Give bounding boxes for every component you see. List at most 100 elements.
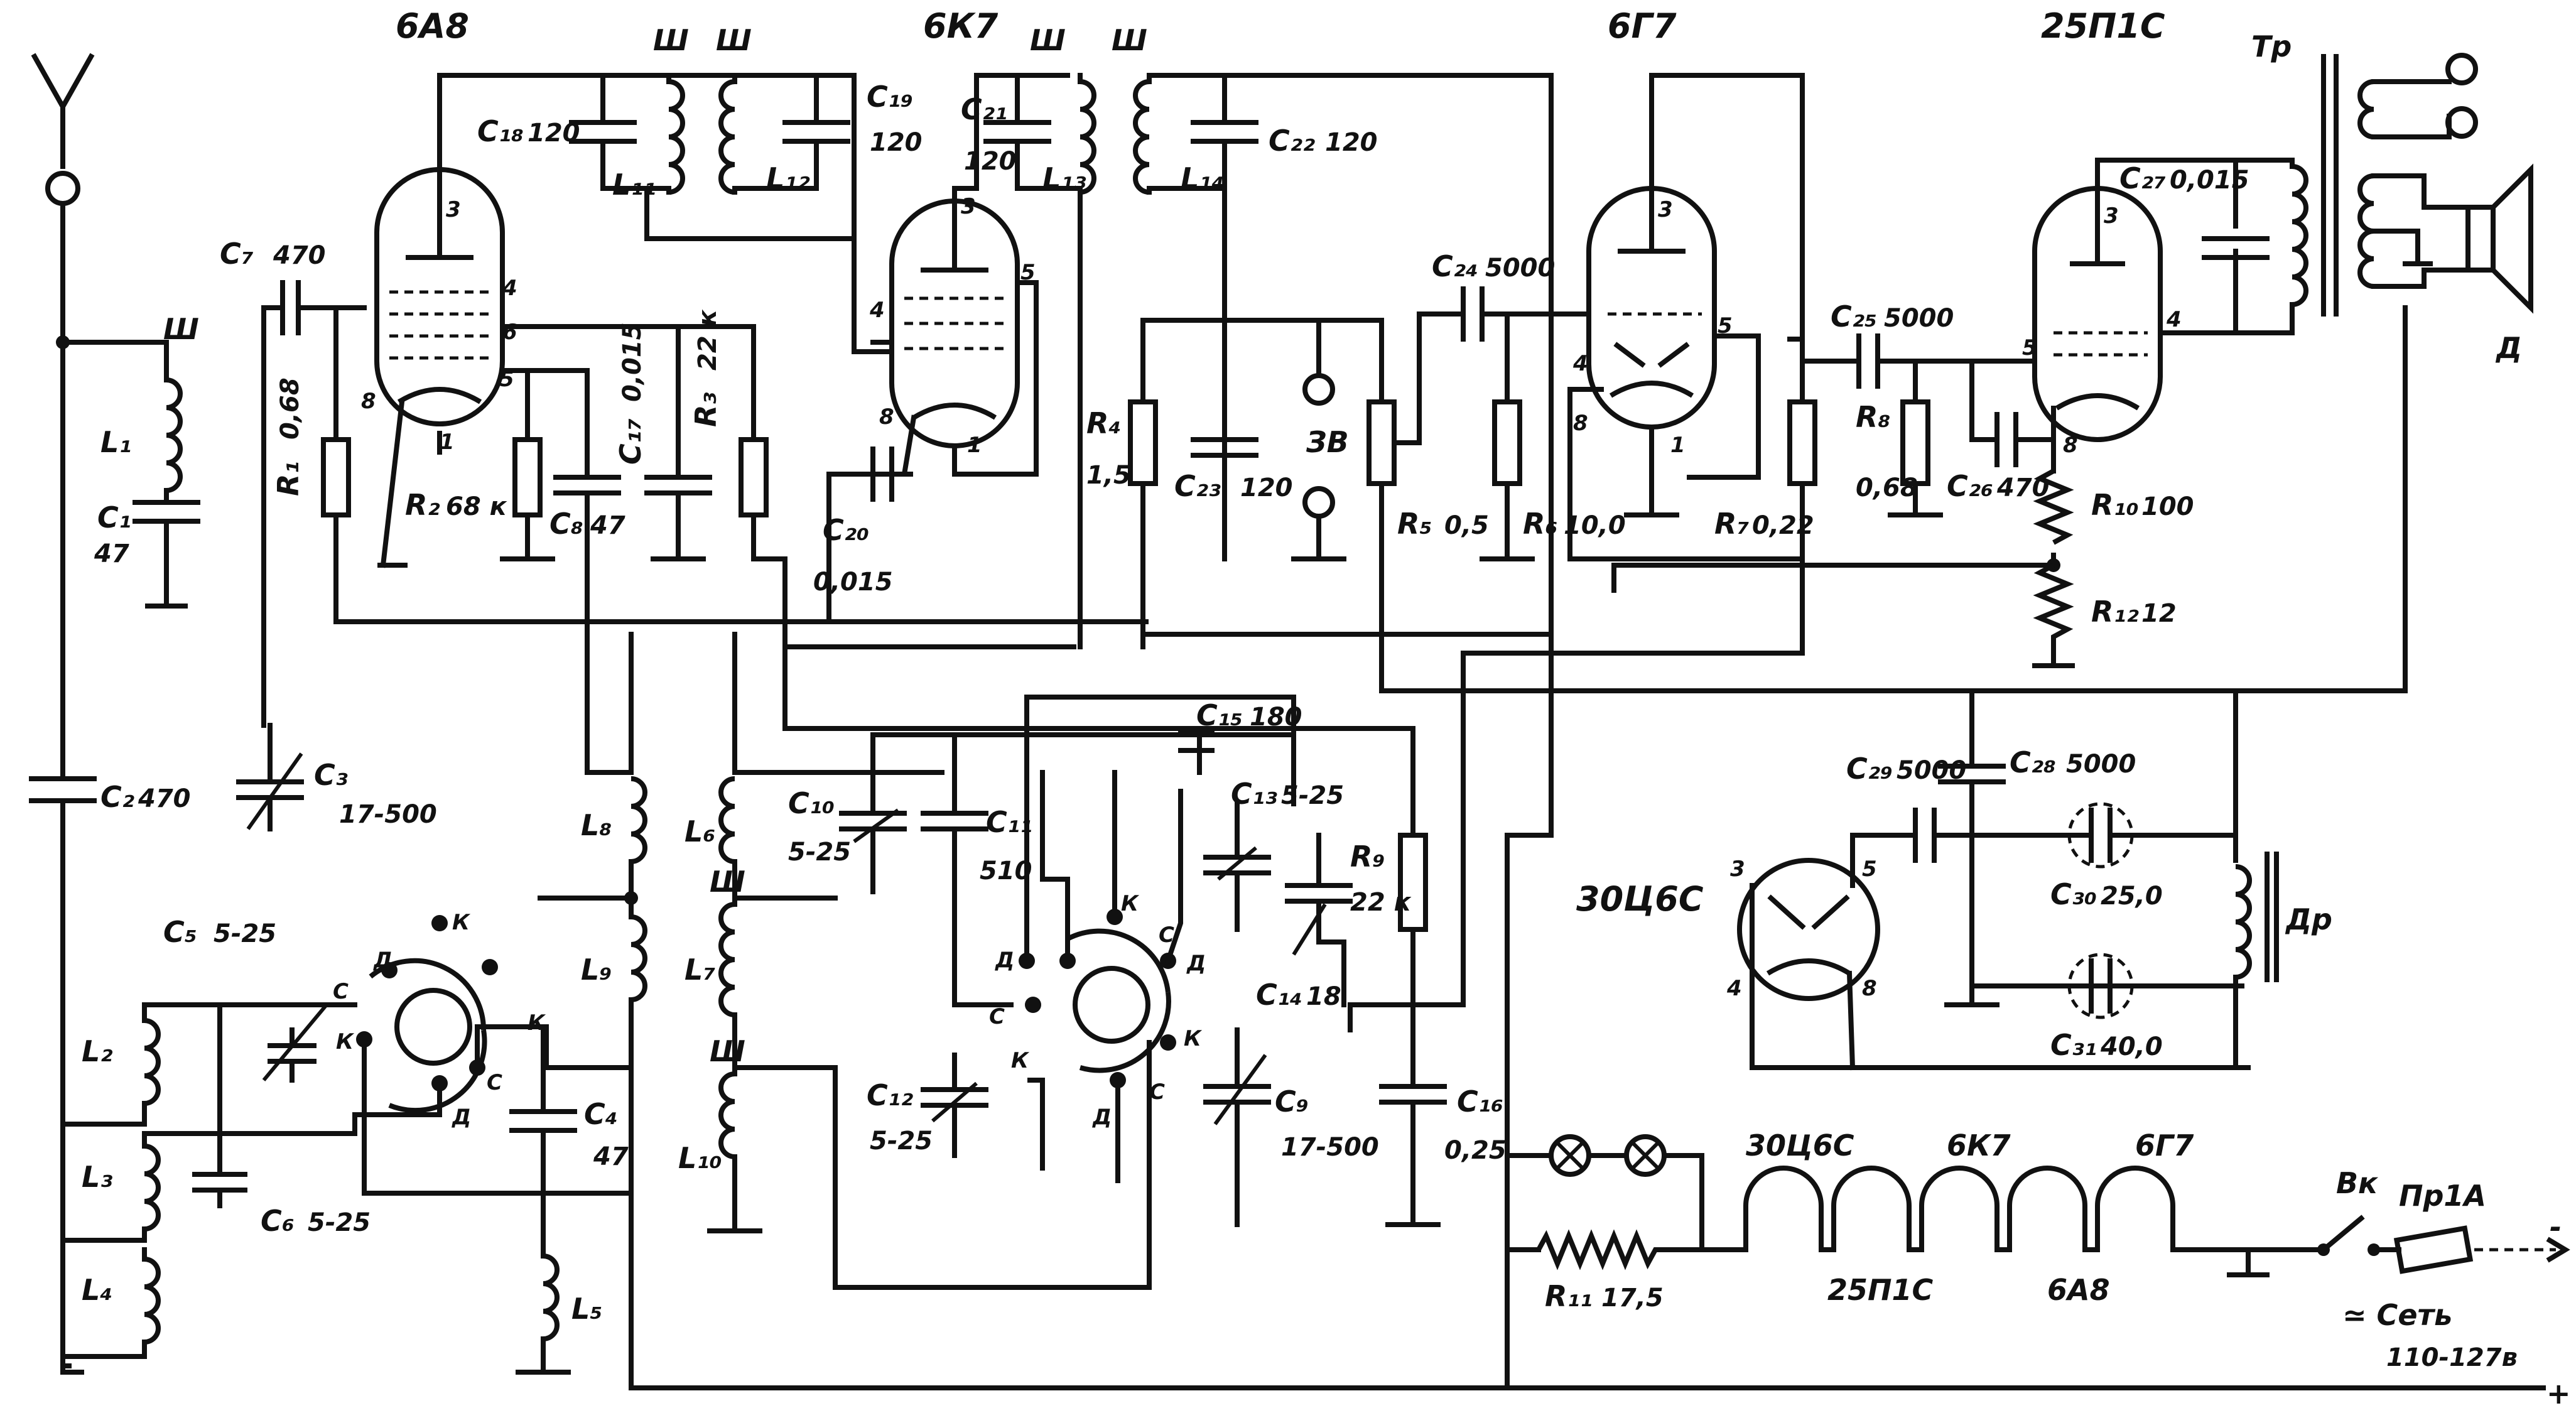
value-R7: 0,22 — [1752, 511, 1814, 540]
resistor-R2-C8: R₂ 68 к C₈ 47 — [405, 368, 625, 693]
value-C7: 470 — [273, 241, 326, 270]
value-C31: 40,0 — [2100, 1032, 2163, 1061]
coil-L5: L₅ — [516, 1253, 602, 1375]
value-C18: 120 — [528, 119, 580, 148]
variable-capacitor-C3: C₃ 17-500 — [236, 723, 437, 831]
core-mark-5: Ш — [710, 865, 745, 899]
value-C24: 5000 — [1485, 254, 1555, 283]
electrolytic-C31: C₃₁ 40,0 — [2050, 953, 2163, 1062]
label-C14: C₁₄ — [1256, 978, 1302, 1012]
resistor-R1: R₁ 0,68 — [271, 305, 1149, 624]
tube-25P1S: 25П1С 3 4 5 8 — [2020, 6, 2238, 474]
value-R8: 0,68 — [1856, 474, 1918, 502]
value-R3: 22 к — [693, 309, 722, 371]
sw2-label-K3: К — [1184, 1026, 1203, 1051]
filament-label-6G7: 6Г7 — [2135, 1129, 2194, 1162]
label-Vk: Вк — [2336, 1166, 2379, 1200]
pin-3: 3 — [961, 194, 976, 219]
value-C19: 120 — [870, 128, 923, 157]
capacitor-C20: C₂₀ 0,015 — [813, 447, 913, 597]
label-C20: C₂₀ — [823, 513, 869, 547]
capacitors-C12-C13-C14-C15-C9: C₁₂ 5-25 C₁₅ 180 C₁₃ 5-25 C₁₄ 18 C₉ 17-5… — [867, 698, 1379, 1227]
pin-5: 5 — [2022, 335, 2037, 360]
sw2-label-S2: С — [989, 1004, 1005, 1029]
label-R11: R₁₁ — [1545, 1279, 1593, 1313]
sw2-label-D2: Д — [995, 948, 1014, 973]
value-C4: 47 — [593, 1142, 629, 1171]
value-R2: 68 к — [446, 492, 507, 521]
pin-8: 8 — [361, 389, 376, 414]
label-L11: L₁₁ — [612, 168, 656, 202]
label-C30: C₃₀ — [2050, 877, 2097, 911]
choke-Dr: Др — [2233, 688, 2332, 1070]
pin-1: 1 — [1670, 433, 1686, 458]
sw1-label-S: С — [333, 979, 349, 1004]
label-R12: R₁₂ — [2091, 595, 2139, 629]
label-C5: C₅ — [163, 915, 197, 949]
value-C22: 120 — [1325, 128, 1378, 157]
pin-5: 5 — [1020, 260, 1036, 285]
label-C10: C₁₀ — [788, 786, 835, 820]
value-C17: 0,015 — [618, 322, 647, 402]
sw1-label-D2: Д — [452, 1105, 471, 1130]
minus-sign: - — [2550, 1210, 2562, 1244]
trimmer-C5: C₅ 5-25 — [163, 915, 328, 1083]
value-C27: 0,015 — [2170, 166, 2249, 195]
capacitor-C27: C₂₇ 0,015 — [2119, 161, 2270, 260]
tube-6A8: 6А8 3 4 6 5 8 1 — [361, 6, 857, 568]
label-R7: R₇ — [1714, 507, 1750, 541]
tube-6K7: 6К7 3 5 4 8 1 — [826, 6, 1070, 624]
value-C30: 25,0 — [2101, 882, 2163, 911]
input-coils-L2-L3-L4: L₂ L₃ L₄ — [60, 1002, 357, 1375]
label-fuse: Пр1А — [2399, 1179, 2486, 1213]
value-C14: 18 — [1306, 982, 1341, 1011]
power-switch-fuse: Вк Пр1А ≃ Сеть 110-127в - + — [2227, 1166, 2571, 1410]
label-C7: C₇ — [220, 237, 254, 271]
tube-label-6K7: 6К7 — [923, 6, 998, 46]
sw2-label-K: К — [1121, 891, 1140, 916]
plus-sign: + — [2546, 1377, 2571, 1410]
resistors-R10-R12: R₁₀ 100 R₁₂ 12 — [1611, 468, 2194, 668]
label-L4: L₄ — [82, 1273, 112, 1307]
pin-1: 1 — [967, 433, 982, 458]
label-C4: C₄ — [584, 1097, 618, 1131]
label-ZV: ЗВ — [1306, 425, 1349, 459]
label-R6: R₆ — [1523, 507, 1558, 541]
value-C20: 0,015 — [813, 568, 893, 597]
label-C13: C₁₃ — [1231, 777, 1277, 811]
value-C21: 120 — [964, 147, 1017, 176]
resistor-R9-C16: R₉ 22 к C₁₆ 0,25 — [1350, 726, 1507, 1227]
label-C9: C₉ — [1275, 1085, 1309, 1118]
electrolytic-C30: C₃₀ 25,0 — [2050, 802, 2238, 911]
pin-4: 4 — [1726, 976, 1742, 1001]
core-mark-4: Ш — [1112, 23, 1147, 57]
label-C26: C₂₆ — [1947, 469, 1993, 503]
resistor-R7: R₇ 0,22 — [1348, 337, 1817, 1032]
value-C1: 47 — [94, 539, 129, 568]
capacitor-C17-R3: C₁₇ 0,015 R₃ 22 к — [500, 309, 1076, 649]
if-transformer-1: C₁₈ 120 L₁₁ L₁₂ C₁₉ 120 Ш Ш — [477, 23, 923, 354]
value-C3: 17-500 — [339, 800, 437, 829]
pin-3: 3 — [446, 197, 461, 222]
label-C22: C₂₂ — [1269, 124, 1315, 158]
capacitor-C7: C₇ 470 — [220, 237, 367, 728]
label-C18: C₁₈ — [477, 114, 524, 148]
sw2-label-D: Д — [1186, 951, 1206, 976]
pin-4: 4 — [869, 298, 885, 323]
pin-1: 1 — [440, 430, 455, 455]
trimmer-C10-C11: C₁₀ 5-25 C₁₁ 510 — [788, 732, 1296, 1007]
label-C25: C₂₅ — [1831, 300, 1877, 333]
if-transformer-2: Ш Ш C₂₁ 120 L₁₃ L₁₄ C₂₂ 120 — [961, 23, 1554, 649]
label-L6: L₆ — [685, 815, 715, 848]
value-C11: 510 — [980, 857, 1032, 885]
core-mark-6: Ш — [710, 1034, 745, 1068]
value-C25: 5000 — [1884, 304, 1954, 333]
value-C23: 120 — [1240, 474, 1293, 502]
sw1-label-K: К — [452, 910, 471, 935]
tube-label-6A8: 6А8 — [396, 6, 469, 46]
label-L3: L₃ — [82, 1160, 112, 1194]
value-C5: 5-25 — [214, 919, 276, 948]
label-R9: R₉ — [1350, 840, 1385, 874]
label-C1: C₁ — [97, 501, 131, 534]
